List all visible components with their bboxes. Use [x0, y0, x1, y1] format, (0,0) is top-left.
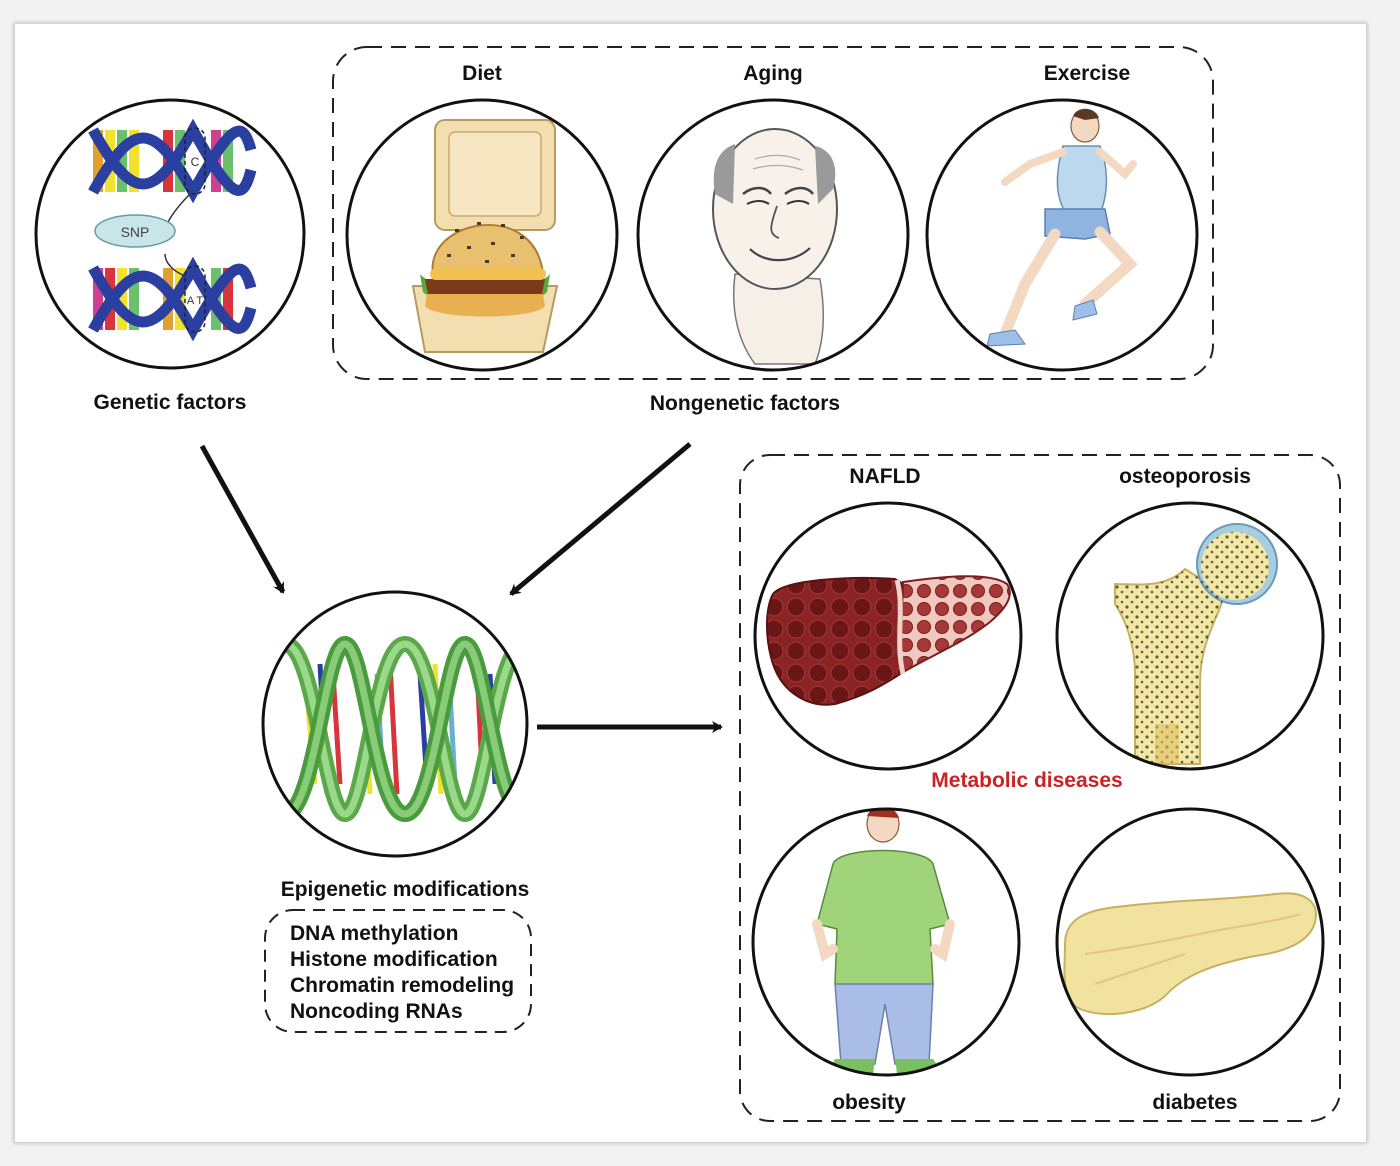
double-helix-icon [261, 590, 529, 858]
diagram-canvas: C A T SNP Genetic facto [14, 23, 1367, 1143]
genetic-factors-label: Genetic factors [94, 391, 247, 414]
exercise-label: Exercise [1044, 62, 1130, 85]
modification-item: Chromatin remodeling [290, 974, 514, 997]
osteoporosis-label: osteoporosis [1119, 465, 1251, 488]
snp-base-top: C [191, 155, 200, 169]
diagram-svg: C A T SNP Genetic facto [34, 46, 1341, 1122]
old-man-face-icon [636, 98, 910, 372]
obesity-label: obesity [832, 1091, 906, 1114]
arrow-nongenetic-to-epigenetic [509, 442, 692, 596]
modification-item: Histone modification [290, 948, 498, 971]
burger-icon [345, 98, 619, 372]
aging-label: Aging [743, 62, 802, 85]
snp-label: SNP [121, 224, 150, 240]
modifications-list: DNA methylation Histone modification Chr… [290, 922, 514, 1023]
metabolic-diseases-group [739, 454, 1341, 1122]
modification-item: Noncoding RNAs [290, 1000, 463, 1023]
metabolic-diseases-label: Metabolic diseases [931, 769, 1122, 792]
liver-icon [753, 501, 1023, 771]
femur-bone-icon [1055, 501, 1325, 771]
diet-label: Diet [462, 62, 502, 85]
obese-person-icon [751, 807, 1021, 1077]
modifications-box [264, 909, 532, 1033]
pancreas-icon [1055, 807, 1325, 1077]
modification-item: DNA methylation [290, 922, 458, 945]
runner-icon [925, 98, 1199, 372]
arrow-genetic-to-epigenetic [199, 444, 286, 594]
epigenetic-modifications-label: Epigenetic modifications [281, 878, 530, 901]
dna-snp-icon: C A T SNP [34, 98, 306, 370]
diabetes-label: diabetes [1152, 1091, 1237, 1114]
nongenetic-factors-label: Nongenetic factors [650, 392, 840, 415]
snp-base-bottom: A T [187, 295, 204, 307]
nafld-label: NAFLD [849, 465, 920, 488]
nongenetic-factors-group [332, 46, 1214, 380]
